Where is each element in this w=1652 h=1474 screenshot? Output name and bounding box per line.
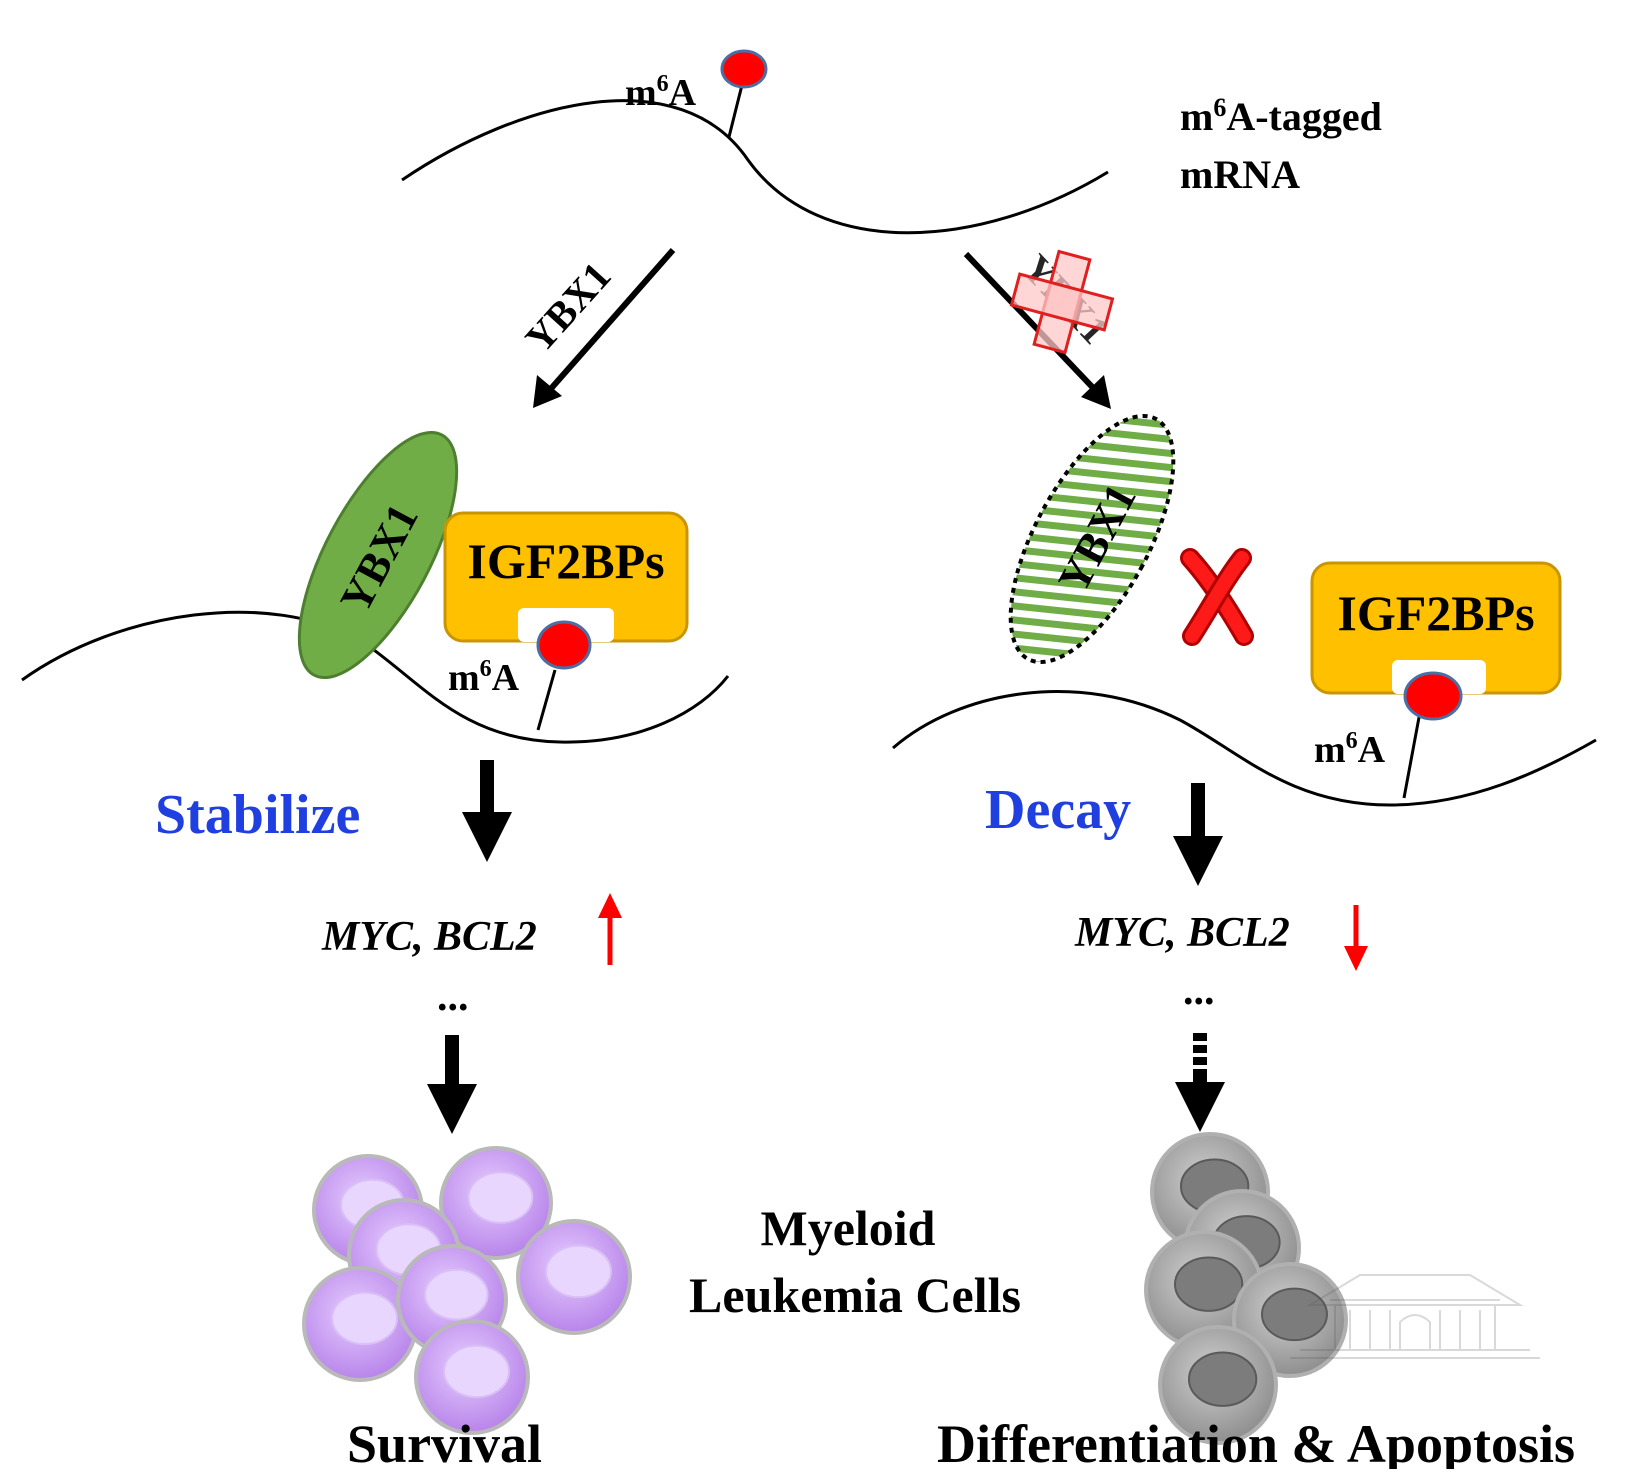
- left-ybx1-protein: [297, 430, 459, 680]
- right-genes-label: MYC, BCL2: [1074, 910, 1290, 956]
- arrow-up-icon: [598, 893, 622, 965]
- survival-label: Survival: [347, 1414, 542, 1469]
- x-mark-icon: [1180, 548, 1254, 646]
- right-m6a-label: m6A: [1314, 728, 1386, 771]
- survival-cell: [516, 1219, 632, 1335]
- right-mrna-strand: [892, 690, 1597, 807]
- right-down-arrow-2-head: [1175, 1082, 1225, 1132]
- left-down-arrow-1-head: [462, 812, 512, 862]
- blocked-cross-icon: [1009, 249, 1115, 355]
- survival-cell: [414, 1319, 530, 1435]
- left-arrow-ybx1-label: YBX1: [516, 253, 619, 361]
- left-m6a-label: m6A: [448, 656, 520, 699]
- top-mrna-strand: [401, 99, 1109, 235]
- right-blocked-arrow-shaft: [963, 251, 1100, 395]
- left-ybx1-arrow-shaft: [545, 248, 676, 394]
- apoptotic-cell: [1232, 1262, 1348, 1378]
- right-m6a-stalk: [1402, 711, 1422, 799]
- right-m6a-dot: [1403, 671, 1463, 721]
- left-m6a-stalk: [536, 669, 557, 731]
- top-m6a-label: m6A: [625, 71, 697, 114]
- left-igf2bps-label: IGF2BPs: [467, 533, 664, 589]
- left-genes-label: MYC, BCL2: [321, 914, 537, 960]
- right-ybx1-protein-degraded: [1008, 413, 1176, 665]
- apoptotic-cell: [1158, 1325, 1278, 1445]
- stabilize-label: Stabilize: [155, 784, 360, 846]
- left-mrna-strand: [21, 610, 730, 744]
- left-m6a-dot: [536, 620, 592, 670]
- m6a-tagged-label: m6A-tagged: [1180, 93, 1382, 139]
- top-m6a-stalk: [727, 84, 744, 138]
- apoptotic-cell-cluster: [1144, 1132, 1348, 1445]
- survival-cell-cluster: [302, 1146, 632, 1435]
- right-down-arrow-1-head: [1173, 836, 1223, 886]
- survival-cell: [439, 1146, 553, 1260]
- arrow-down-icon: [1344, 905, 1368, 971]
- survival-cell: [302, 1266, 418, 1382]
- mrna-label: mRNA: [1180, 152, 1300, 197]
- right-blocked-arrow-head: [1081, 375, 1111, 409]
- outcome-right-label: Differentiation & Apoptosis: [937, 1414, 1575, 1469]
- watermark-building: [1290, 1274, 1540, 1359]
- cells-label-line1: Myeloid: [761, 1200, 936, 1256]
- left-down-arrow-2-head: [427, 1084, 477, 1134]
- left-ybx1-arrow-head: [533, 375, 562, 408]
- right-igf2bps-label: IGF2BPs: [1337, 585, 1534, 641]
- top-m6a-dot: [720, 49, 768, 89]
- right-ellipsis: ...: [1183, 968, 1215, 1014]
- cells-label-line2: Leukemia Cells: [689, 1267, 1021, 1323]
- left-ellipsis: ...: [437, 974, 469, 1020]
- decay-label: Decay: [985, 779, 1131, 841]
